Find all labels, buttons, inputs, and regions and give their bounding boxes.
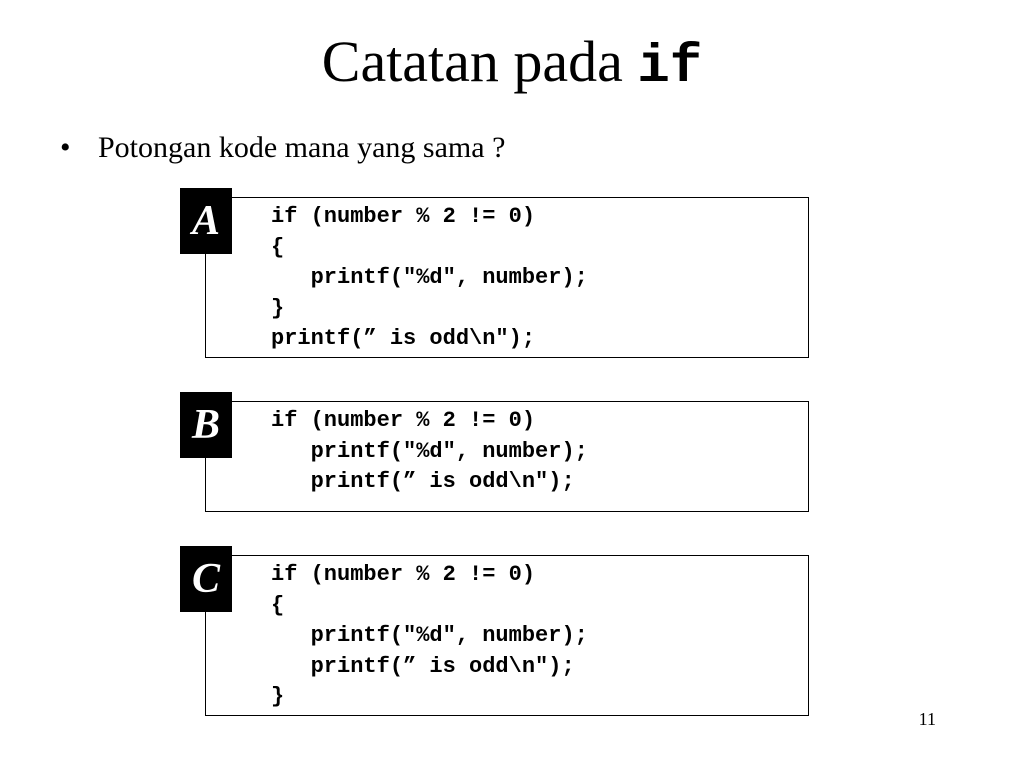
code-box-a: if (number % 2 != 0) { printf("%d", numb… — [205, 197, 809, 358]
code-box-b: if (number % 2 != 0) printf("%d", number… — [205, 401, 809, 512]
code-box-c: if (number % 2 != 0) { printf("%d", numb… — [205, 555, 809, 716]
slide-title-text: Catatan pada — [321, 29, 638, 94]
page-number: 11 — [918, 709, 936, 729]
code-snippet-a: if (number % 2 != 0) { printf("%d", numb… — [271, 204, 588, 351]
slide-title-keyword: if — [637, 37, 703, 98]
bullet-item: • Potongan kode mana yang sama ? — [60, 128, 505, 168]
code-snippet-c: if (number % 2 != 0) { printf("%d", numb… — [271, 562, 588, 709]
option-label-c: C — [180, 546, 232, 612]
slide-title: Catatan pada if — [0, 26, 1024, 104]
option-label-b: B — [180, 392, 232, 458]
code-snippet-b: if (number % 2 != 0) printf("%d", number… — [271, 408, 588, 494]
bullet-icon: • — [60, 131, 71, 164]
bullet-text: Potongan kode mana yang sama ? — [98, 131, 506, 164]
option-label-a: A — [180, 188, 232, 254]
